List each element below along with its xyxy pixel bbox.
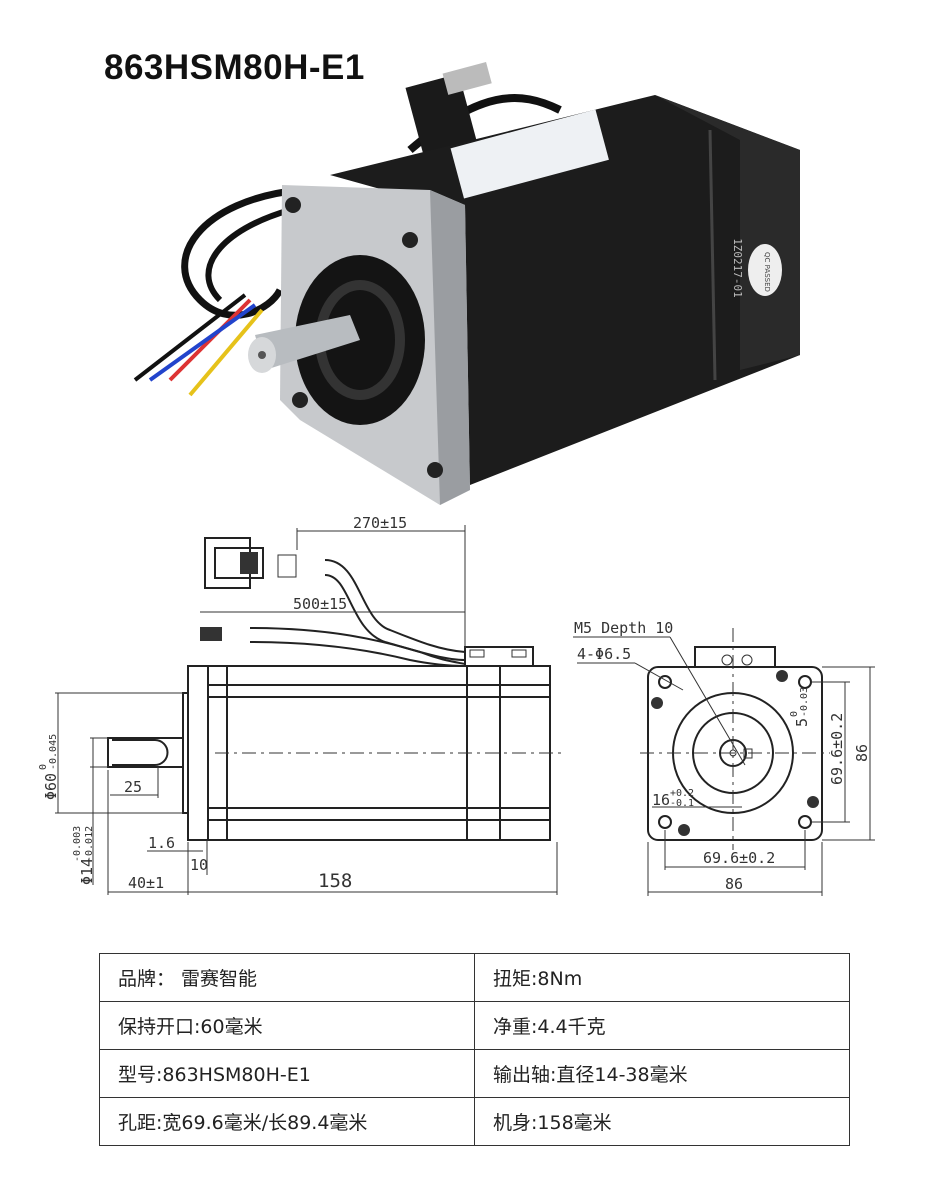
flange-thickness-label: 10 <box>190 856 208 874</box>
spec-hole-spacing: 孔距:宽69.6毫米/长89.4毫米 <box>99 1097 475 1146</box>
thread-label: M5 Depth 10 <box>574 619 673 637</box>
spec-body-length: 机身:158毫米 <box>474 1097 850 1146</box>
table-row: 品牌： 雷赛智能 扭矩:8Nm <box>99 953 850 1002</box>
table-row: 孔距:宽69.6毫米/长89.4毫米 机身:158毫米 <box>99 1097 850 1146</box>
spec-torque: 扭矩:8Nm <box>474 953 850 1002</box>
cable-length-label: 270±15 <box>353 514 407 532</box>
table-row: 保持开口:60毫米 净重:4.4千克 <box>99 1001 850 1050</box>
body-length-label: 158 <box>318 870 352 892</box>
product-title: 863HSM80H-E1 <box>104 48 365 87</box>
key-depth-tolerance-label: -0.1 <box>670 798 694 809</box>
flange-tolerance-label: 0 <box>38 764 49 770</box>
height-label: 86 <box>853 744 871 762</box>
side-view-drawing: 270±15 500±15 40±1 158 25 1.6 10 Φ60 -0.… <box>38 514 565 895</box>
key-width-tolerance-label: -0.03 <box>799 687 810 717</box>
flange-tolerance-label: -0.045 <box>48 734 59 770</box>
spec-model: 型号:863HSM80H-E1 <box>99 1049 475 1098</box>
hole-spacing-label: 69.6±0.2 <box>703 849 775 867</box>
cable-length-label: 500±15 <box>293 595 347 613</box>
key-depth-tolerance-label: +0.2 <box>670 788 694 799</box>
spec-holding-opening: 保持开口:60毫米 <box>99 1001 475 1050</box>
mounting-holes-label: 4-Φ6.5 <box>577 645 631 663</box>
front-view-drawing: M5 Depth 10 4-Φ6.5 16 +0.2 -0.1 5 -0.03 … <box>573 619 875 896</box>
spec-net-weight: 净重:4.4千克 <box>474 1001 850 1050</box>
hole-spacing-label: 69.6±0.2 <box>828 713 846 785</box>
motor-photo: 1Z0217-01 QC PASSED <box>133 61 800 505</box>
shaft-diameter-label: Φ14 <box>78 858 96 885</box>
qc-sticker-text: QC PASSED <box>763 252 771 292</box>
step-label: 1.6 <box>148 834 175 852</box>
spec-table: 品牌： 雷赛智能 扭矩:8Nm 保持开口:60毫米 净重:4.4千克 型号:86… <box>99 953 850 1146</box>
qc-sticker <box>748 244 782 296</box>
shaft-length-label: 40±1 <box>128 874 164 892</box>
key-depth-label: 16 <box>652 791 670 809</box>
key-width-tolerance-label: 0 <box>789 711 800 717</box>
key-width-label: 5 <box>793 718 811 727</box>
shaft-tolerance-label: -0.012 <box>84 826 95 862</box>
spec-output-shaft: 输出轴:直径14-38毫米 <box>474 1049 850 1098</box>
width-label: 86 <box>725 875 743 893</box>
spec-brand: 品牌： 雷赛智能 <box>99 953 475 1002</box>
shaft-tolerance-label: -0.003 <box>72 826 83 862</box>
key-length-label: 25 <box>124 778 142 796</box>
serial-number: 1Z0217-01 <box>731 238 744 298</box>
flange-diameter-label: Φ60 <box>42 773 60 800</box>
table-row: 型号:863HSM80H-E1 输出轴:直径14-38毫米 <box>99 1049 850 1098</box>
